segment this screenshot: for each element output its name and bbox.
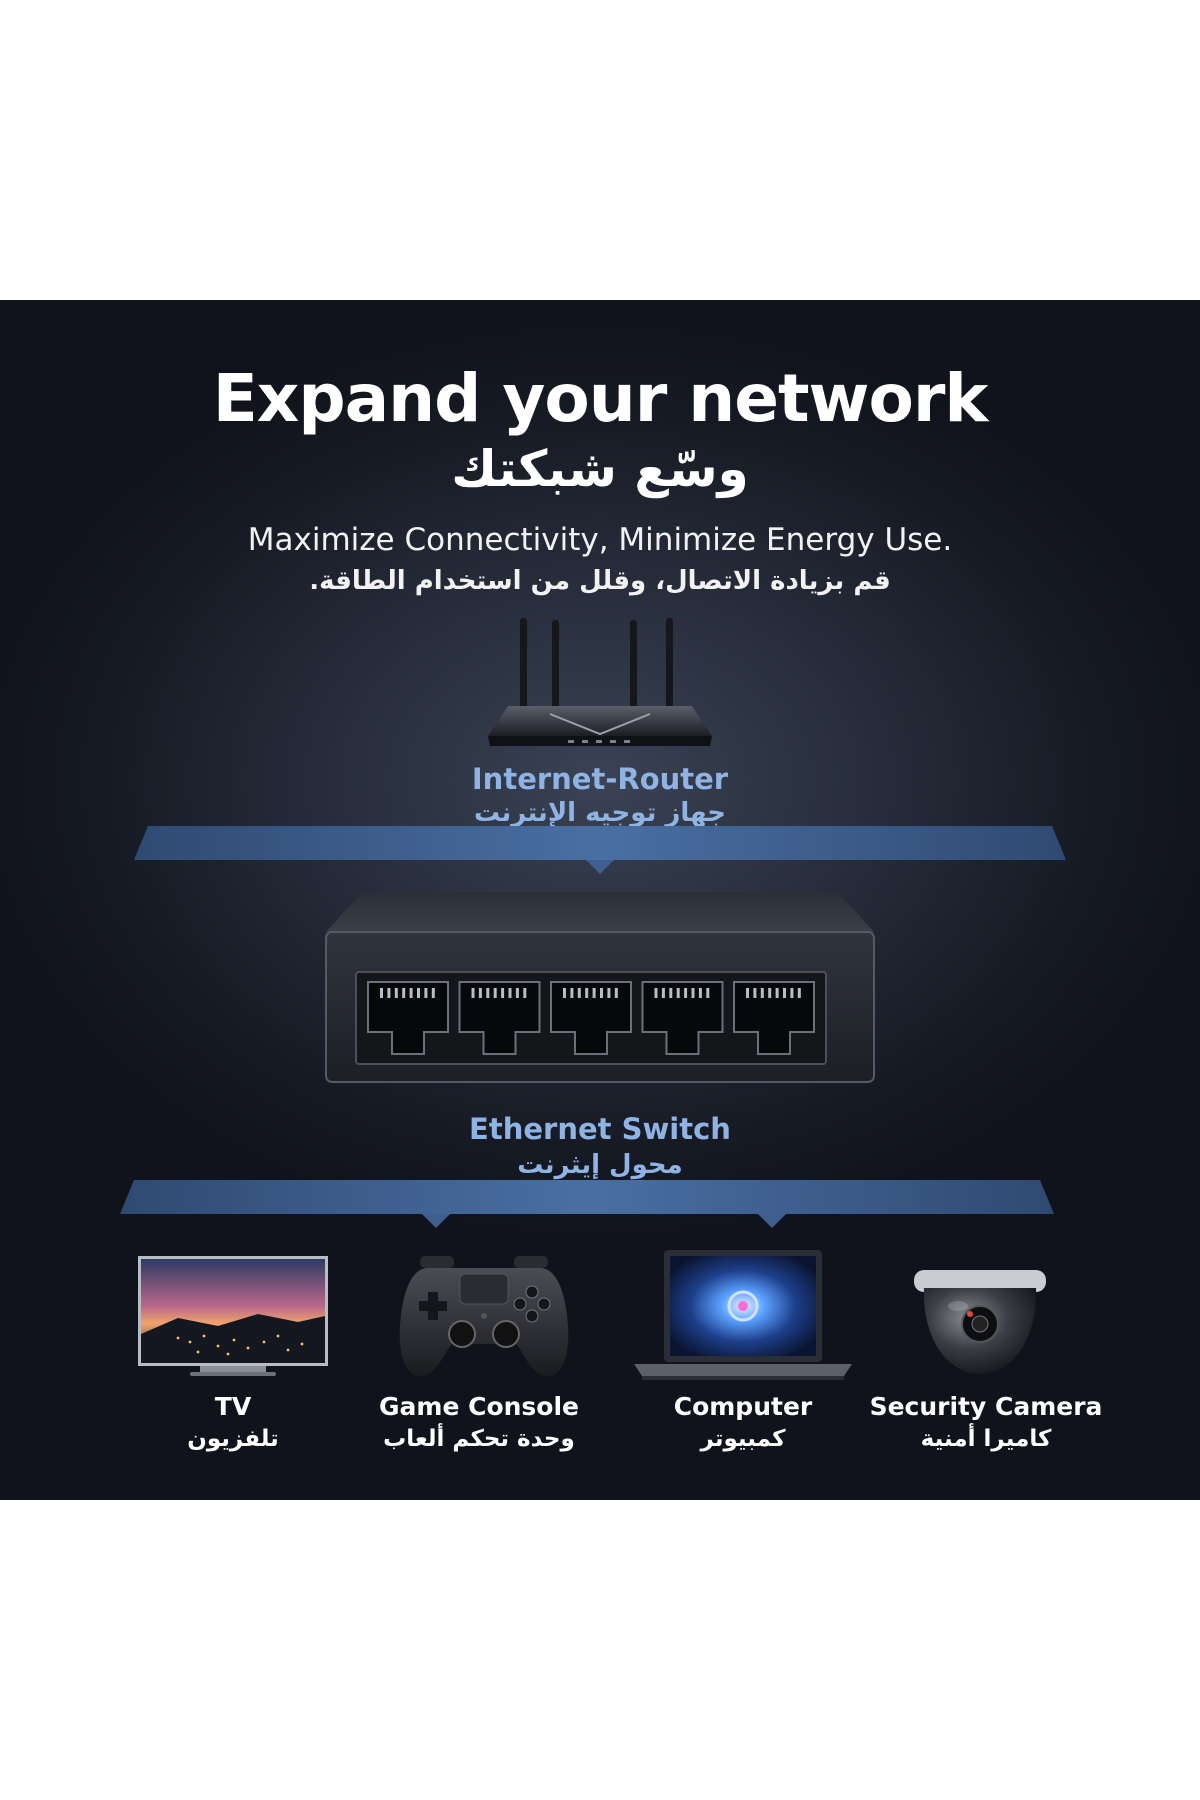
device-label-game-console: Game Console bbox=[379, 1392, 579, 1421]
router-label: Internet-Router bbox=[471, 762, 729, 796]
device-label-tv: TV bbox=[214, 1392, 252, 1421]
connection-band-bottom bbox=[120, 1180, 1054, 1228]
switch-label: Ethernet Switch bbox=[469, 1112, 731, 1146]
headline-subtitle-arabic: قم بزيادة الاتصال، وقلل من استخدام الطاق… bbox=[309, 566, 891, 596]
game-controller-icon bbox=[399, 1256, 569, 1377]
router-icon bbox=[488, 618, 712, 746]
ethernet-port bbox=[367, 981, 449, 1055]
ethernet-port bbox=[458, 981, 541, 1055]
device-label-computer-arabic: كمبيوتر bbox=[700, 1426, 786, 1452]
device-label-security-camera-arabic: كاميرا أمنية bbox=[920, 1426, 1052, 1452]
network-poster: Expand your network وسّع شبكتك Maximize … bbox=[0, 300, 1200, 1500]
ethernet-port bbox=[641, 981, 724, 1055]
connection-band-top bbox=[134, 826, 1066, 874]
router-label-arabic: جهاز توجيه الإنترنت bbox=[473, 798, 727, 828]
headline-subtitle: Maximize Connectivity, Minimize Energy U… bbox=[247, 522, 953, 558]
headline-title: Expand your network bbox=[212, 360, 989, 437]
switch-label-arabic: محول إيثرنت bbox=[517, 1150, 683, 1180]
ethernet-port bbox=[550, 981, 632, 1055]
ethernet-switch-icon bbox=[325, 892, 875, 1083]
tv-icon bbox=[138, 1256, 328, 1376]
device-label-game-console-arabic: وحدة تحكم ألعاب bbox=[383, 1426, 575, 1452]
dome-camera-icon bbox=[914, 1270, 1046, 1374]
device-label-security-camera: Security Camera bbox=[869, 1392, 1103, 1421]
device-label-tv-arabic: تلفزيون bbox=[187, 1426, 279, 1452]
laptop-icon bbox=[634, 1250, 852, 1380]
headline-title-arabic: وسّع شبكتك bbox=[451, 440, 749, 498]
device-label-computer: Computer bbox=[673, 1392, 813, 1421]
ethernet-port bbox=[733, 981, 815, 1055]
